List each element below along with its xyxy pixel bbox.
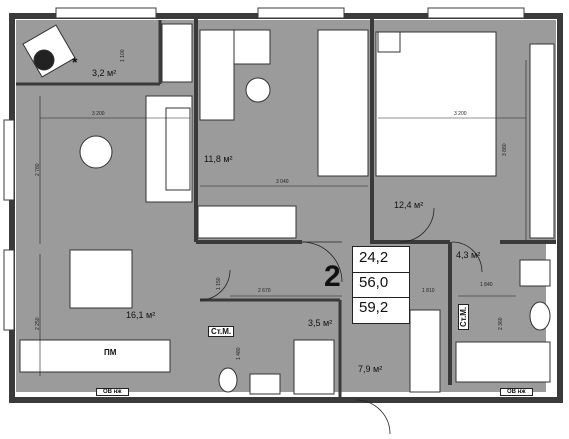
balcony-wardrobe: [161, 23, 193, 83]
apartment-summary: 2 24,2 56,0 59,2: [318, 244, 410, 324]
bath-large-area: 4,3 м²: [456, 250, 481, 260]
walls: [9, 13, 563, 403]
dim-bath-small-door: 1 480: [236, 347, 242, 360]
sofa-seat: [165, 107, 191, 191]
office-desk-return: [199, 29, 235, 121]
room-count: 2: [324, 260, 341, 293]
furniture: [19, 23, 555, 395]
summary-divider-1: [353, 272, 409, 273]
balcony-area: 3,2 м²: [92, 68, 117, 78]
total-area: 56,0: [359, 274, 389, 291]
living-area-total: 24,2: [359, 249, 389, 266]
office-wardrobe: [197, 205, 297, 239]
bath-small-area: 3,5 м²: [308, 318, 333, 328]
shower-tray: [293, 339, 335, 395]
bathtub: [455, 341, 551, 383]
summary-divider-2: [353, 297, 409, 298]
dimension-lines: [39, 60, 527, 376]
hall-area: 7,9 м²: [358, 364, 383, 374]
office-bed: [317, 29, 369, 177]
vent-right-label: ОВ нж: [500, 388, 533, 396]
dim-living-width: 3 200: [92, 111, 105, 117]
doors: [199, 207, 483, 435]
windows: [3, 7, 525, 331]
bedroom-area: 12,4 м²: [394, 200, 424, 210]
dim-bath-width: 1 840: [480, 282, 493, 288]
dining-table: [69, 249, 133, 309]
hall-wardrobe: [409, 309, 441, 393]
living-plant: [79, 135, 113, 169]
kitchen-counter: [19, 339, 171, 373]
dim-bedroom-depth: 3 880: [502, 143, 508, 156]
stm-right-label: Ст.М.: [458, 303, 469, 330]
dim-hall-right: 1 810: [422, 288, 435, 294]
dim-balcony-depth: 1 100: [120, 49, 126, 62]
summary-box: 24,2 56,0 59,2: [352, 246, 410, 324]
dishwasher-label: ПМ: [104, 348, 117, 357]
dim-bedroom-width: 3 200: [454, 111, 467, 117]
dim-hall-width: 2 670: [258, 288, 271, 294]
dim-living-depth: 2 780: [35, 163, 41, 176]
toilet-small: [218, 367, 238, 393]
bedroom-wardrobe: [529, 43, 555, 239]
bedroom-nightstand: [377, 31, 401, 53]
dim-bath-depth: 2 360: [498, 317, 504, 330]
dim-office-width: 3 040: [276, 179, 289, 185]
balcony-armchair: [22, 24, 76, 78]
office-area: 11,8 м²: [204, 154, 233, 164]
bedroom-bed: [375, 31, 497, 177]
dim-living-lower: 2 250: [35, 317, 41, 330]
total-area-with-balcony: 59,2: [359, 299, 389, 316]
balcony-star: *: [72, 54, 78, 70]
office-chair: [245, 77, 271, 103]
dim-hall-height: 1 150: [216, 277, 222, 290]
sink-large: [529, 301, 551, 331]
stm-left-label: Ст.М.: [208, 326, 235, 337]
vent-left-label: ОВ нж: [96, 388, 129, 396]
toilet-large: [519, 259, 551, 287]
living-area: 16,1 м²: [126, 310, 156, 320]
sink-small: [249, 373, 281, 395]
